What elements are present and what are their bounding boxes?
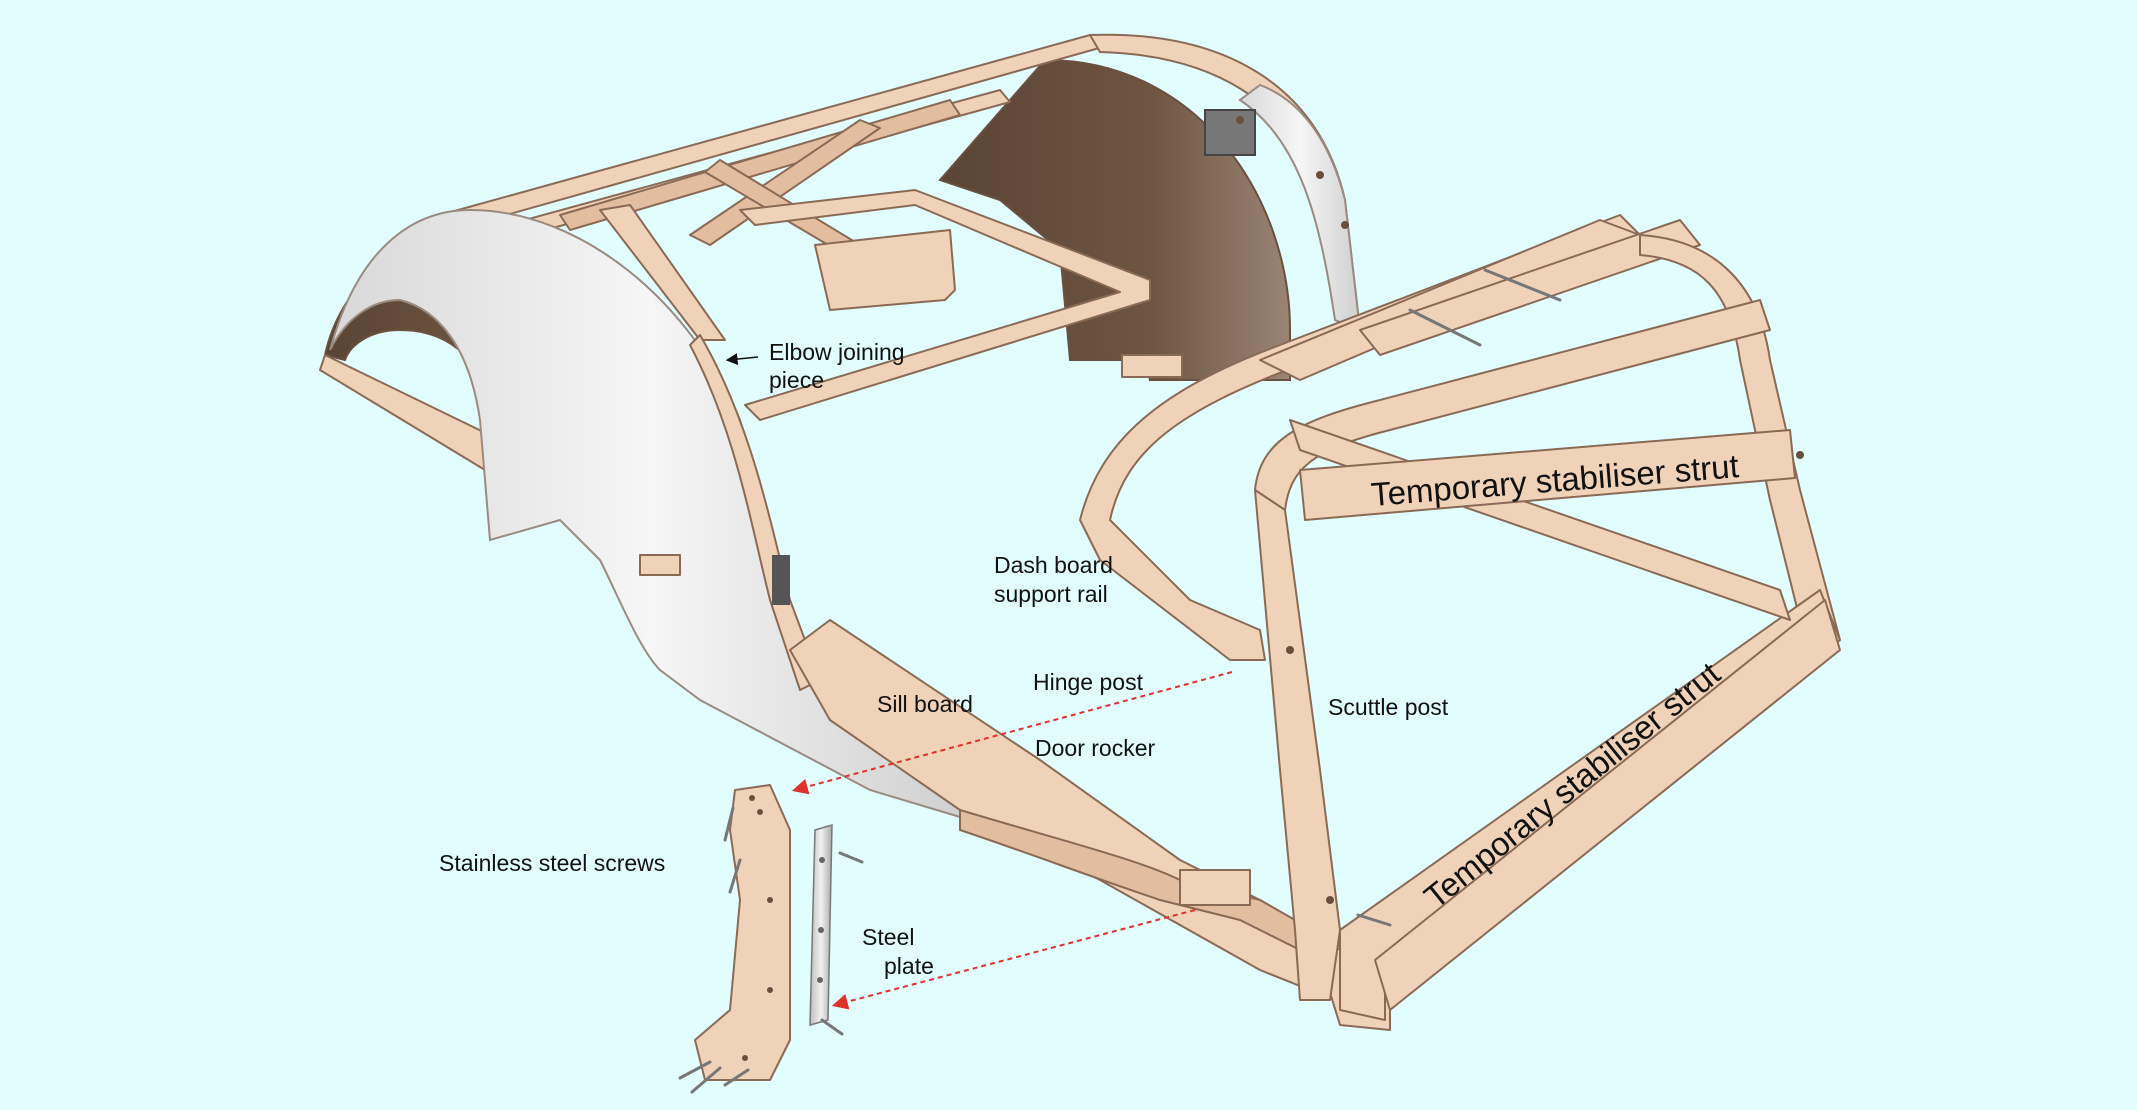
scuttle-front-arch — [1254, 299, 1771, 511]
scuttle-steel-rod-1 — [1408, 308, 1482, 347]
front-strut-label: Temporary stabiliser strut — [1417, 655, 1727, 916]
steel-plate-explode-arrow — [831, 909, 1196, 1010]
right-rear-white-panel — [1238, 83, 1362, 332]
post-hole — [767, 987, 773, 993]
plate-hole — [819, 857, 825, 863]
elbow-joining-piece — [599, 204, 726, 341]
frame-hole — [1286, 646, 1294, 654]
front-stabiliser-strut — [1374, 599, 1841, 1011]
plate-hole — [818, 927, 824, 933]
elbow-label-line1: Elbow joining — [769, 339, 905, 365]
scuttle-steel-rod-2 — [1483, 268, 1562, 302]
hinge-post-piece — [694, 784, 791, 1081]
elbow-label-line2: piece — [769, 367, 824, 393]
post-hole — [749, 795, 755, 801]
stainless-screw — [723, 806, 735, 842]
stainless-screw — [838, 851, 864, 864]
door-rocker — [959, 809, 1331, 961]
scuttle-post-label: Scuttle post — [1328, 694, 1449, 720]
steel-plate-part — [809, 823, 833, 1026]
stainless-screw — [820, 1018, 844, 1036]
hinge-post-label: Hinge post — [1033, 669, 1144, 695]
steel-plate-label-line1: Steel — [862, 924, 914, 950]
post-hole — [757, 809, 763, 815]
exploded-hinge-post — [678, 784, 864, 1094]
post-hole — [742, 1055, 748, 1061]
frame-hole — [1341, 221, 1349, 229]
left-hinge-bracket — [772, 555, 790, 605]
stainless-screw — [690, 1066, 722, 1094]
plate-hole — [817, 977, 823, 983]
stainless-screw — [723, 1068, 750, 1087]
rear-support-block — [1121, 354, 1183, 378]
part-labels: Elbow joining piece Dash board support r… — [439, 339, 1449, 979]
right-rear-hinge-bracket — [1204, 109, 1256, 156]
frame-hole — [1316, 171, 1324, 179]
hinge-post-explode-arrow — [791, 671, 1233, 795]
left-arch-block — [639, 554, 681, 576]
stainless-screw — [678, 1060, 712, 1080]
elbow-pointer-arrow — [725, 353, 759, 366]
steel-plate-label-line2: plate — [884, 953, 934, 979]
rear-brace-x1 — [689, 119, 881, 246]
frame-hole — [1326, 896, 1334, 904]
strut-screw — [1356, 913, 1392, 927]
post-hole — [767, 897, 773, 903]
door-rocker-label: Door rocker — [1035, 735, 1155, 761]
frame-hole — [1796, 451, 1804, 459]
annotation-arrows — [725, 353, 1233, 1010]
dash-rail-label-line2: support rail — [994, 581, 1108, 607]
stainless-screws-label: Stainless steel screws — [439, 850, 665, 876]
frame-hole — [1236, 116, 1244, 124]
scuttle-post — [1254, 489, 1341, 1001]
rear-floor-frame — [739, 189, 1151, 421]
left-rear-arch — [319, 204, 972, 822]
rear-floor-cross — [814, 229, 956, 311]
stainless-screw — [728, 858, 742, 894]
rocker-end-block — [1179, 869, 1251, 906]
dash-rail-label-line1: Dash board — [994, 552, 1113, 578]
top-stabiliser-strut — [1299, 429, 1796, 521]
sill-board-label: Sill board — [877, 691, 973, 717]
